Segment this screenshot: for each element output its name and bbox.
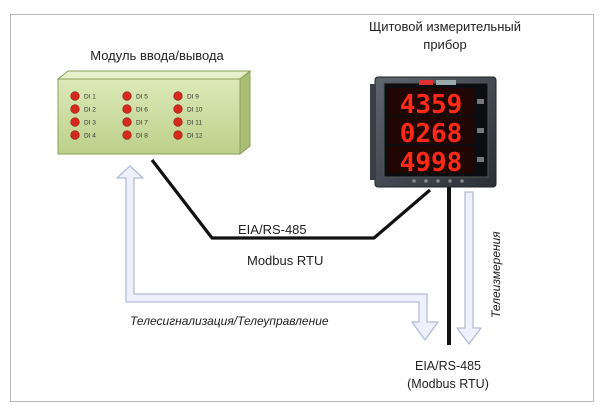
module-led-grid: DI 1 DI 2 DI 3 DI 4 DI 5 DI 6 DI 7 DI 8 DI 9 DI 1… <box>70 91 203 140</box>
meter-unit-indicator <box>477 128 484 133</box>
module-channel: DI 1 <box>70 91 96 101</box>
bus-protocol-label: Modbus RTU <box>247 253 324 268</box>
channel-label: DI 6 <box>136 107 148 114</box>
bottom-interface-label: EIA/RS-485 (Modbus RTU) <box>380 357 516 393</box>
meter-display-row-bg <box>388 88 474 115</box>
telemeasure-arrow <box>456 191 482 345</box>
channel-led-icon <box>173 104 183 114</box>
telemeasure-label: Телеизмерения <box>489 231 503 318</box>
channel-label: DI 2 <box>84 107 96 114</box>
channel-led-icon <box>122 130 132 140</box>
meter-display-row-bg <box>388 146 474 173</box>
meter-display-value: 4998 <box>400 148 463 178</box>
channel-led-icon <box>173 117 183 127</box>
channel-led-icon <box>70 130 80 140</box>
meter-unit-indicator <box>477 99 484 104</box>
module-channel: DI 6 <box>122 104 148 114</box>
module-channel: DI 10 <box>173 104 203 114</box>
meter-display-value: 4359 <box>400 90 463 120</box>
module-title: Модуль ввода/вывода <box>90 48 224 63</box>
rs485-bus-line <box>150 159 432 240</box>
channel-led-icon <box>122 104 132 114</box>
meter-title: Щитовой измерительный прибор <box>340 18 550 54</box>
module-channel: DI 12 <box>173 130 203 140</box>
channel-label: DI 10 <box>187 107 203 114</box>
channel-label: DI 8 <box>136 133 148 140</box>
module-channel: DI 3 <box>70 117 96 127</box>
channel-led-icon <box>173 130 183 140</box>
module-channel: DI 5 <box>122 91 148 101</box>
channel-label: DI 3 <box>84 120 96 127</box>
channel-label: DI 5 <box>136 94 148 101</box>
meter-unit-indicator <box>477 157 484 162</box>
meter-title-line1: Щитовой измерительный <box>369 19 521 34</box>
module-channel: DI 7 <box>122 117 148 127</box>
bus-standard-label: EIA/RS-485 <box>238 222 307 237</box>
telesignal-arrow <box>116 165 439 341</box>
bottom-label-line2: (Modbus RTU) <box>407 377 489 391</box>
channel-led-icon <box>122 91 132 101</box>
channel-led-icon <box>173 91 183 101</box>
module-channel: DI 9 <box>173 91 199 101</box>
meter-title-line2: прибор <box>423 37 467 52</box>
module-channel: DI 11 <box>173 117 202 127</box>
channel-led-icon <box>70 104 80 114</box>
meter-display-value: 0268 <box>400 119 463 149</box>
module-channel: DI 4 <box>70 130 96 140</box>
channel-led-icon <box>70 91 80 101</box>
channel-label: DI 7 <box>136 120 148 127</box>
module-channel: DI 2 <box>70 104 96 114</box>
telesignal-label: Телесигнализация/Телеуправление <box>130 314 329 328</box>
channel-led-icon <box>70 117 80 127</box>
module-channel: DI 8 <box>122 130 148 140</box>
channel-led-icon <box>122 117 132 127</box>
bottom-label-line1: EIA/RS-485 <box>414 359 481 373</box>
meter-buttons <box>412 179 464 183</box>
channel-label: DI 1 <box>84 94 96 101</box>
meter-display-row-bg <box>388 117 474 144</box>
channel-label: DI 12 <box>187 133 203 140</box>
io-module: DI 1 DI 2 DI 3 DI 4 DI 5 DI 6 DI 7 DI 8 DI 9 DI 1… <box>56 69 252 156</box>
channel-label: DI 11 <box>187 120 202 127</box>
channel-label: DI 9 <box>187 94 199 101</box>
channel-label: DI 4 <box>84 133 96 140</box>
